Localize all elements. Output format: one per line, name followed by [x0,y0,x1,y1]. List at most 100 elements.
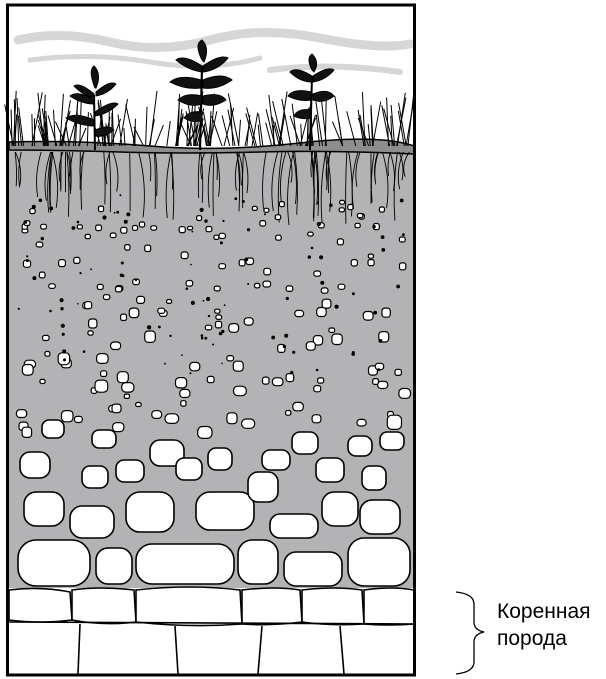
soil-speck [190,372,192,374]
soil-speck [224,304,226,306]
pebble [239,260,245,266]
brace-icon [456,592,484,674]
pebble [176,378,187,388]
pebble [264,268,271,275]
pebble [125,245,130,251]
pebble [382,308,390,317]
pebble [255,283,260,288]
pebble [41,224,47,229]
soil-speck [381,235,385,239]
pebble [260,221,266,226]
soil-speck [62,349,66,353]
soil-speck [49,206,53,210]
soil-speck [351,352,355,356]
pebble [133,226,138,231]
soil-speck [77,303,79,305]
pebble [116,287,122,292]
soil-speck [319,255,323,259]
pebble [263,281,271,287]
pebble [263,377,270,384]
pebble [395,369,401,375]
soil-speck [24,221,27,224]
pebble [252,206,257,210]
soil-speck [212,344,214,346]
pebble [219,233,225,238]
soil-speck [62,333,65,336]
pebble [368,254,373,258]
soil-speck [204,219,207,222]
pebble [113,423,124,432]
soil-speck [120,274,123,277]
pebble [139,222,144,227]
grass-blade [32,114,33,146]
pebble [117,372,128,383]
pebble [244,318,253,325]
pebble [332,334,342,345]
pebble [234,386,247,396]
soil-speck [377,368,380,371]
pebble [121,227,127,233]
pebble [101,371,107,377]
pebble [186,281,193,287]
pebble [318,378,324,383]
soil-speck [201,337,204,340]
soil-speck [18,308,20,310]
soil-speck [192,231,194,233]
pebble [308,232,314,236]
soil-speck [221,363,223,365]
soil-speck [317,222,321,226]
pebble [22,365,33,376]
pebble [338,284,345,289]
pebble [30,209,35,214]
pebble [295,310,304,316]
pebble [242,419,255,428]
soil-speck [292,351,295,354]
soil-speck [201,334,204,337]
soil-speck [396,285,400,289]
soil-speck [247,228,250,231]
soil-speck [245,258,249,262]
soil-speck [79,272,81,274]
soil-speck [190,264,192,266]
soil-speck [49,310,52,313]
pebble [97,284,103,289]
pebble [179,227,185,233]
pebble [216,315,222,319]
soil-speck [61,324,65,328]
pebble [368,260,374,266]
pebble [276,235,282,240]
pebble [124,394,129,398]
pebble [227,413,237,424]
pebble [286,411,291,416]
soil-speck [284,334,288,338]
pebble [88,331,93,335]
soil-speck [124,220,128,224]
pebble [145,331,156,342]
soil-speck [39,199,43,203]
soil-speck [402,233,405,236]
pebble [264,208,269,212]
pebble [151,226,157,230]
pebble [205,325,212,330]
pebble [197,216,202,221]
pebble [158,308,165,313]
pebble [180,389,190,397]
pebble [97,354,109,364]
pebble [340,200,345,204]
soil-speck [381,248,385,252]
soil-speck [352,292,355,295]
soil-speck [290,371,293,374]
soil-speck [191,301,195,305]
pebble [399,237,405,242]
soil-speck [63,358,66,361]
soil-speck [72,226,76,230]
pebble [351,260,357,266]
grass-blade [135,119,136,146]
pebble [272,378,283,386]
pebble [293,402,304,410]
soil-speck [116,211,119,214]
pebble [312,415,321,423]
soil-speck [379,339,383,343]
pebble [322,299,331,308]
soil-speck [60,307,63,310]
